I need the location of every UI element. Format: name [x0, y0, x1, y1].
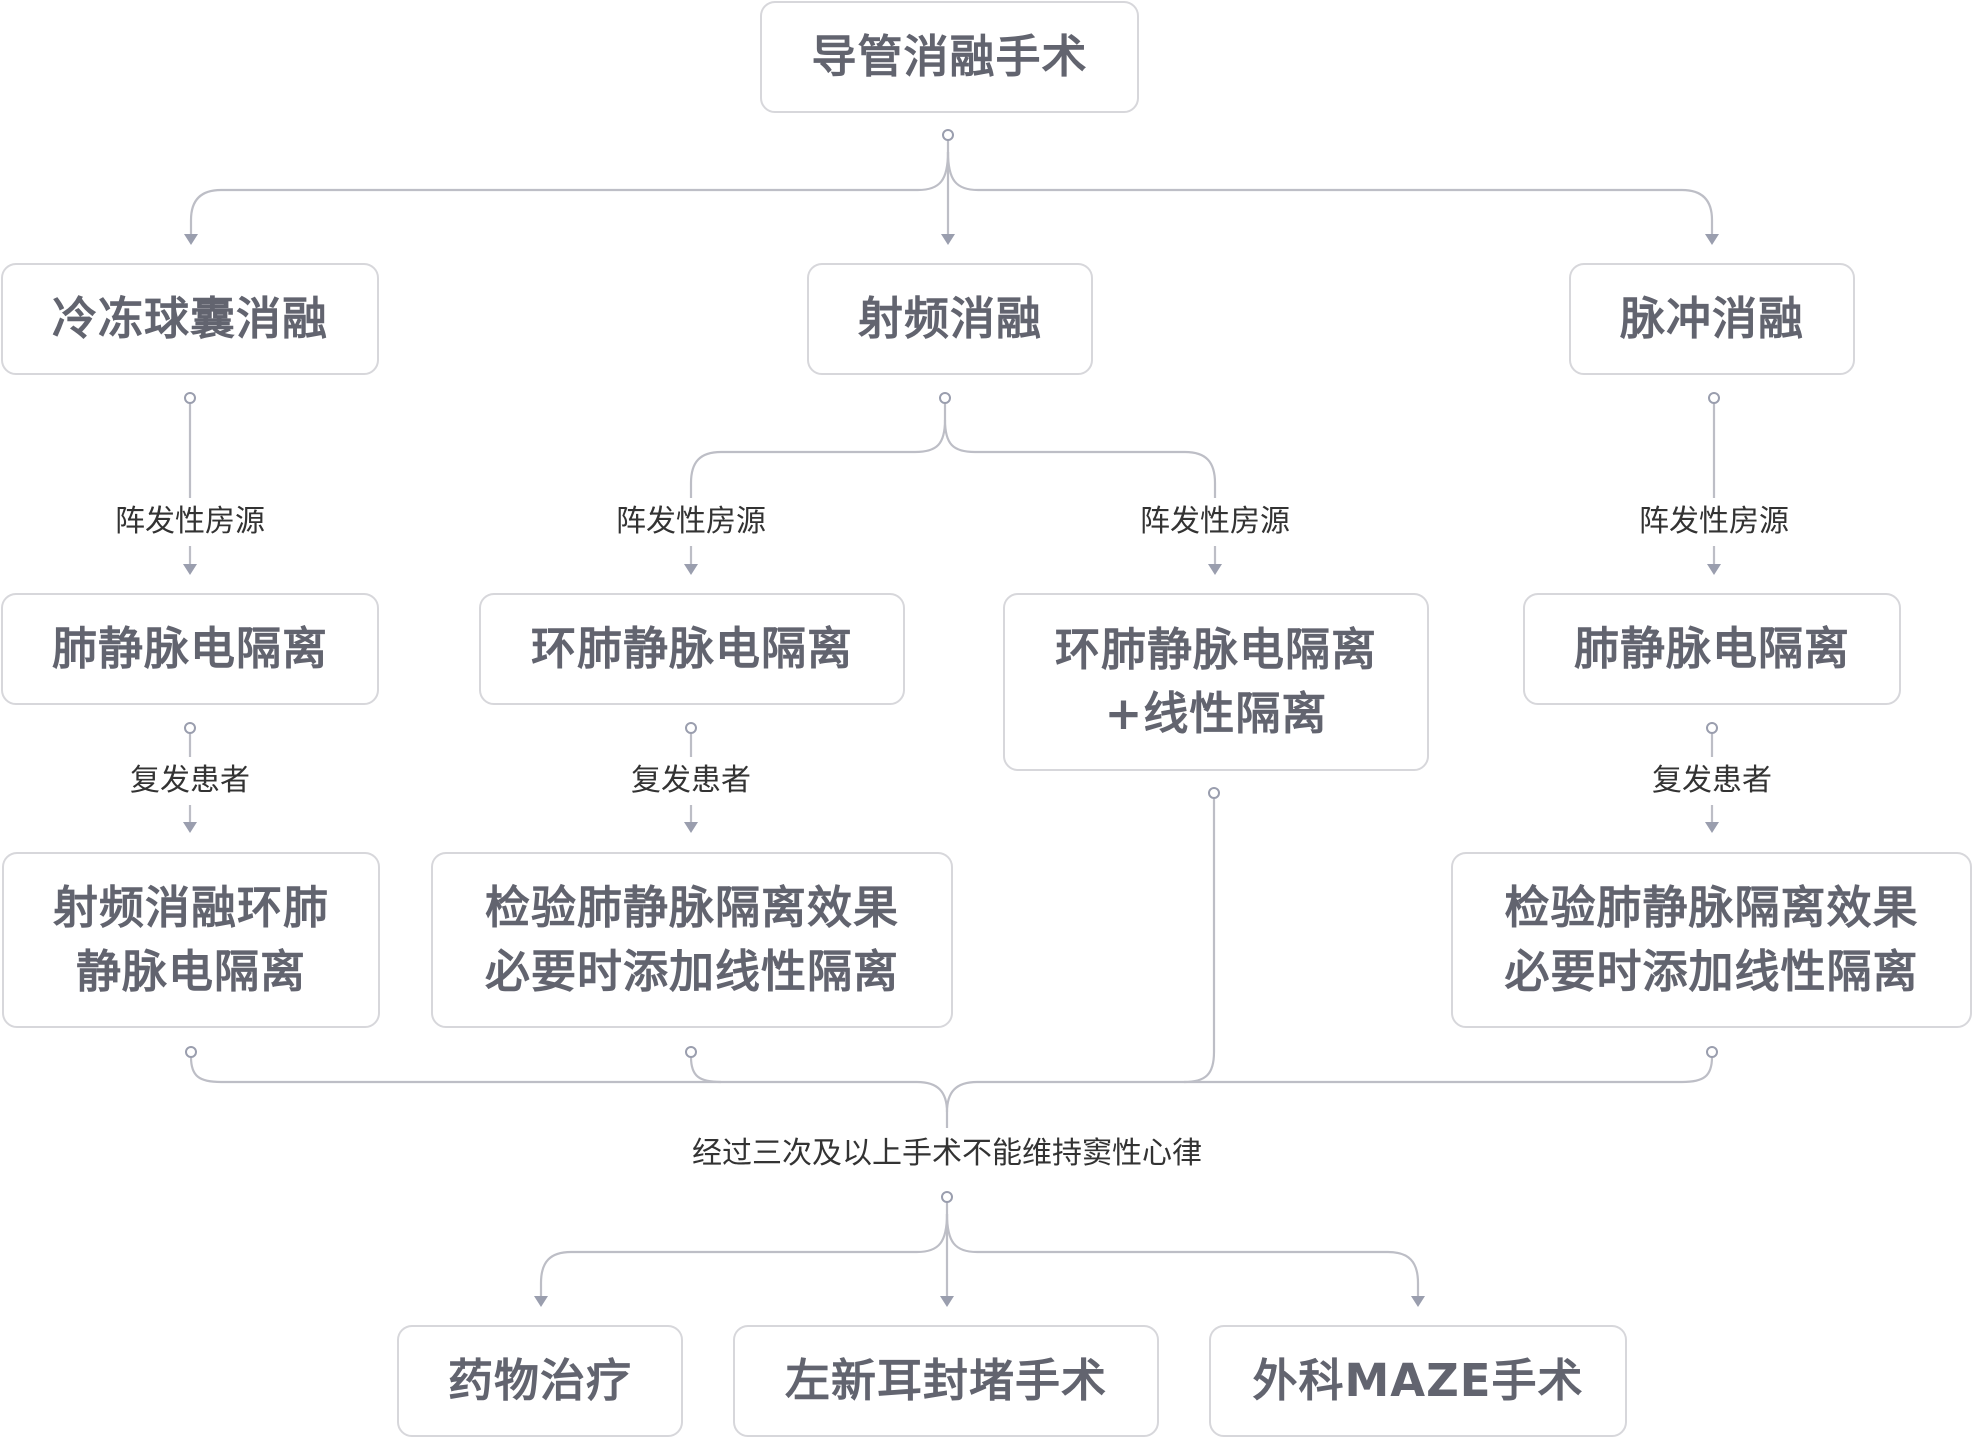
edge-label-recurrent: 复发患者: [130, 763, 250, 798]
node-text: 必要时添加线性隔离: [484, 945, 899, 998]
connector-port-icon: [685, 722, 697, 734]
node-rf-redo: 检验肺静脉隔离效果 必要时添加线性隔离: [431, 852, 953, 1028]
arrow-head-icon: [940, 1296, 954, 1307]
node-cryo-redo: 射频消融环肺 静脉电隔离: [2, 852, 380, 1028]
node-cryoballoon-ablation: 冷冻球囊消融: [1, 263, 379, 375]
connector-failure-to-drug: [539, 1213, 949, 1296]
arrow-head-icon: [183, 822, 197, 833]
node-text: 脉冲消融: [1619, 292, 1804, 345]
connector-root-to-pulse: [946, 151, 1714, 234]
node-text: 肺静脉电隔离: [1573, 622, 1850, 675]
connector-rf-to-cpvi-linear-upper: [943, 419, 1217, 498]
node-pulse-redo: 检验肺静脉隔离效果 必要时添加线性隔离: [1451, 852, 1972, 1028]
arrow-head-icon: [184, 234, 198, 245]
node-text: 肺静脉电隔离: [51, 622, 328, 675]
node-cryo-pvi: 肺静脉电隔离: [1, 593, 379, 705]
edge-label-recurrent: 复发患者: [1652, 763, 1772, 798]
node-text: 导管消融手术: [811, 30, 1088, 83]
edge-label-paroxysmal: 阵发性房源: [616, 504, 766, 539]
node-drug-therapy: 药物治疗: [397, 1325, 683, 1437]
connector-port-icon: [185, 1046, 197, 1058]
node-catheter-ablation: 导管消融手术: [760, 1, 1139, 113]
connector-merge-middle: [689, 1056, 722, 1084]
arrow-head-icon: [183, 564, 197, 575]
connector-failure-to-maze: [945, 1213, 1420, 1296]
node-radiofrequency-ablation: 射频消融: [807, 263, 1093, 375]
edge-label-paroxysmal: 阵发性房源: [115, 504, 265, 539]
connector-port-icon: [184, 722, 196, 734]
node-text: +线性隔离: [1104, 687, 1328, 740]
connector-merge-left: [189, 1056, 949, 1128]
arrow-head-icon: [1208, 564, 1222, 575]
connector-port-icon: [941, 1191, 953, 1203]
connector-port-icon: [1708, 392, 1720, 404]
node-text: 冷冻球囊消融: [51, 292, 328, 345]
connector-port-icon: [1706, 1046, 1718, 1058]
arrow-head-icon: [1705, 822, 1719, 833]
arrow-head-icon: [1411, 1296, 1425, 1307]
arrow-head-icon: [1705, 234, 1719, 245]
node-rf-cpvi: 环肺静脉电隔离: [479, 593, 905, 705]
arrow-head-icon: [1707, 564, 1721, 575]
edge-label-recurrent: 复发患者: [631, 763, 751, 798]
connector-rf-to-cpvi-upper: [689, 403, 947, 498]
arrow-head-icon: [534, 1296, 548, 1307]
node-text: 环肺静脉电隔离: [1054, 623, 1377, 676]
node-text: 检验肺静脉隔离效果: [1504, 881, 1919, 934]
node-text: 外科MAZE手术: [1252, 1354, 1584, 1407]
node-pulsed-field-ablation: 脉冲消融: [1569, 263, 1855, 375]
arrow-head-icon: [684, 822, 698, 833]
node-text: 射频消融环肺: [52, 881, 329, 934]
connector-port-icon: [184, 392, 196, 404]
node-text: 必要时添加线性隔离: [1504, 945, 1919, 998]
node-text: 静脉电隔离: [75, 945, 306, 998]
connector-port-icon: [942, 129, 954, 141]
node-text: 检验肺静脉隔离效果: [484, 881, 899, 934]
connector-port-icon: [1208, 787, 1220, 799]
arrow-head-icon: [684, 564, 698, 575]
node-text: 射频消融: [857, 292, 1042, 345]
edge-label-paroxysmal: 阵发性房源: [1140, 504, 1290, 539]
node-text: 药物治疗: [447, 1354, 632, 1407]
node-pulse-pvi: 肺静脉电隔离: [1523, 593, 1901, 705]
node-laa-occlusion: 左新耳封堵手术: [733, 1325, 1159, 1437]
node-text: 环肺静脉电隔离: [530, 622, 853, 675]
connector-port-icon: [685, 1046, 697, 1058]
edge-label-failure: 经过三次及以上手术不能维持窦性心律: [692, 1136, 1202, 1171]
connector-merge-right: [1184, 1056, 1714, 1084]
connector-port-icon: [939, 392, 951, 404]
connector-root-to-cryo: [189, 151, 950, 234]
node-surgical-maze: 外科MAZE手术: [1209, 1325, 1627, 1437]
edge-label-paroxysmal: 阵发性房源: [1639, 504, 1789, 539]
node-rf-cpvi-linear: 环肺静脉电隔离 +线性隔离: [1003, 593, 1429, 771]
node-text: 左新耳封堵手术: [784, 1354, 1107, 1407]
arrow-head-icon: [941, 234, 955, 245]
connector-merge-cpvi-linear: [945, 798, 1216, 1113]
connector-port-icon: [1706, 722, 1718, 734]
